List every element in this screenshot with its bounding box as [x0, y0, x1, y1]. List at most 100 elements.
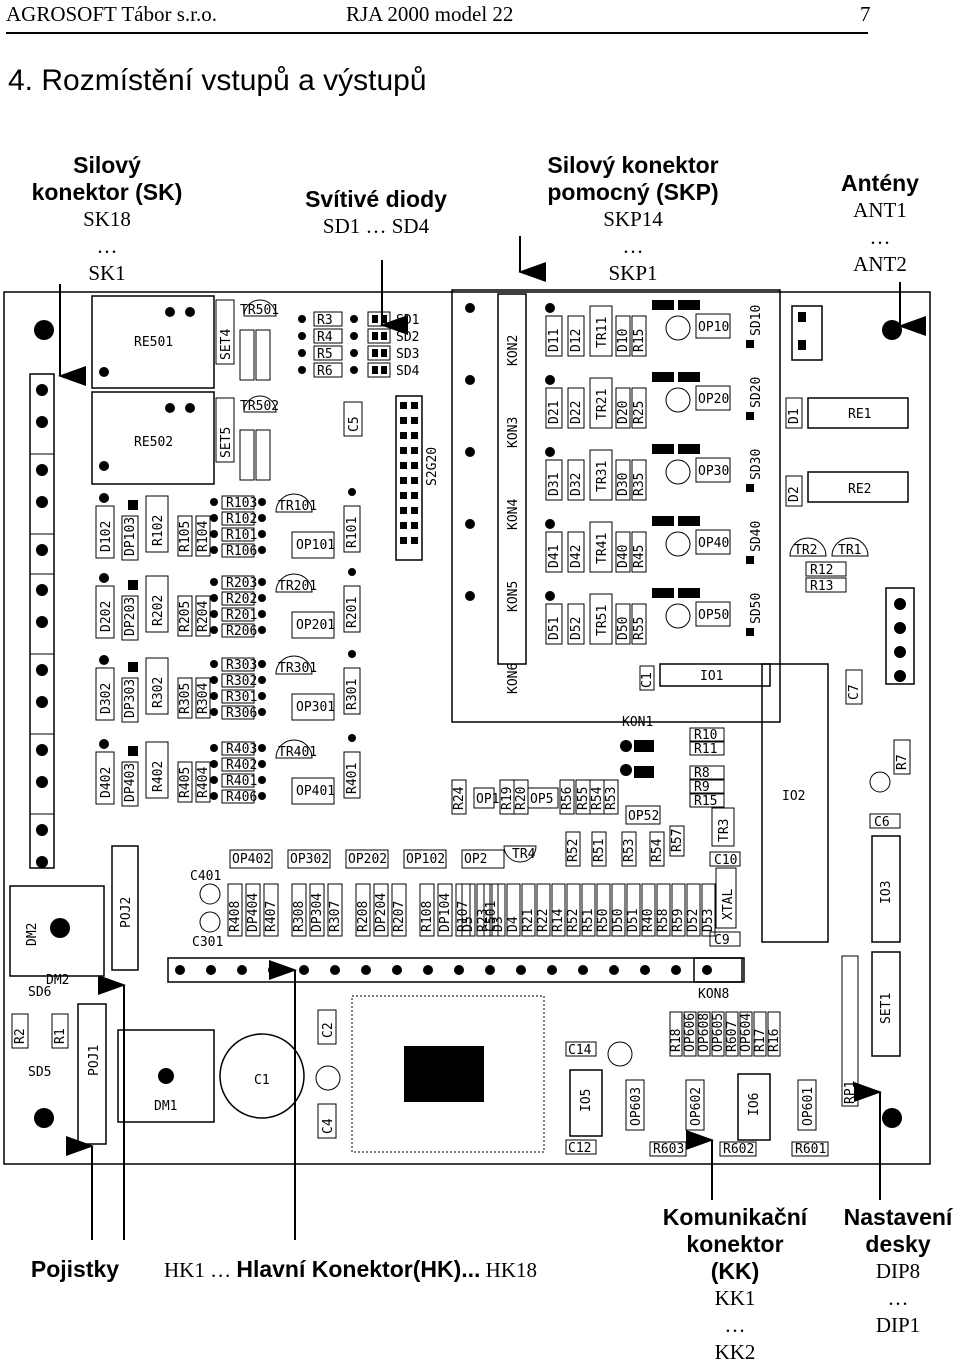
label-sd-led: SD3: [396, 347, 419, 362]
label-skp-tr: TR51: [595, 605, 610, 636]
label-d: D102: [99, 521, 114, 552]
label-io1: IO1: [700, 669, 723, 684]
label-sd5: SD5: [28, 1065, 51, 1080]
label-poj1: POJ1: [87, 1045, 102, 1076]
label-rowr2: R54: [650, 838, 665, 862]
label-rcol: R101: [345, 517, 360, 548]
label-dm2b: DM2: [46, 973, 69, 988]
label-c9: C9: [714, 933, 730, 948]
label-skp-d2: D22: [569, 401, 584, 424]
label-rowr: R24: [452, 786, 467, 810]
label-botgrp: R208: [356, 901, 371, 932]
label-r1: R1: [53, 1028, 68, 1044]
label-grp-r: R202: [226, 592, 257, 607]
label-re2: RE2: [848, 482, 871, 497]
label-botgrp2: D53: [701, 909, 716, 932]
label-r5x: R405: [178, 767, 193, 798]
label-c301: C301: [192, 935, 223, 950]
label-rrow: R602: [723, 1142, 754, 1157]
label-r4x: R204: [196, 601, 211, 632]
label-skp-d3: D40: [616, 545, 631, 568]
label-rowop: OP202: [348, 852, 387, 867]
label-mid-r: R9: [694, 780, 710, 795]
label-botgrp2: R22: [536, 909, 551, 932]
pcb-board: [3, 291, 931, 1165]
sk-pins: [36, 384, 48, 868]
callout-poj: Pojistky: [30, 1256, 120, 1282]
label-skp-d3: D50: [616, 617, 631, 640]
label-skp-tr: TR21: [595, 389, 610, 420]
label-botgrp2: D5: [461, 916, 476, 932]
label-rowr: R56: [560, 787, 575, 810]
label-skp-sd: SD20: [749, 377, 764, 408]
label-skp-d1: D21: [547, 401, 562, 424]
sk-pin: [36, 416, 48, 428]
label-c12: C12: [568, 1141, 591, 1156]
label-rcol: R401: [345, 763, 360, 794]
label-grp-r: R103: [226, 496, 257, 511]
sk-pin: [36, 776, 48, 788]
label-r13: R13: [810, 579, 833, 594]
label-r5x: R205: [178, 601, 193, 632]
label-skp-d3: D30: [616, 473, 631, 496]
label-poj2: POJ2: [119, 897, 134, 928]
label-c5: C5: [347, 416, 362, 432]
label-botgrp: R307: [328, 901, 343, 932]
label-grp-r: R203: [226, 576, 257, 591]
label-skp-tr: TR11: [595, 317, 610, 348]
label-kon8: KON8: [698, 987, 729, 1002]
label-botgrp2: R21: [521, 909, 536, 932]
callout-kk: Komunikační konektor (KK) KK1 … KK2: [662, 1204, 808, 1364]
label-kon8res: OP605: [711, 1013, 726, 1052]
label-r-top: R4: [317, 330, 333, 345]
label-skp-op: OP50: [698, 608, 729, 623]
label-dm2: DM2: [25, 923, 40, 946]
label-c14: C14: [568, 1043, 592, 1058]
label-rowop: OP2: [464, 852, 487, 867]
label-skp-sd: SD10: [749, 305, 764, 336]
label-skp-r: R25: [632, 401, 647, 424]
label-re1: RE1: [848, 407, 871, 422]
label-r12: R12: [810, 563, 833, 578]
label-re501: RE501: [134, 335, 173, 350]
header-center: RJA 2000 model 22: [346, 2, 514, 26]
sk-pin: [36, 384, 48, 396]
label-oprow: OP602: [689, 1087, 704, 1126]
label-skp-op: OP20: [698, 392, 729, 407]
callout-sd: Svítivé diody SD1 … SD4: [305, 186, 447, 238]
label-d2: D2: [787, 486, 802, 502]
sk-pin: [36, 664, 48, 676]
label-rcol: R201: [345, 597, 360, 628]
label-botgrp2: R40: [641, 909, 656, 932]
label-oprow: OP603: [629, 1087, 644, 1126]
hk-pins: [175, 965, 712, 975]
label-skp-d3: D20: [616, 401, 631, 424]
arrows-top: [58, 236, 926, 386]
callout-ant: Antény ANT1 … ANT2: [841, 170, 919, 276]
label-botgrp2: R51: [581, 909, 596, 932]
label-s2g20: S2G20: [425, 447, 440, 486]
callout-hk: HK1 … Hlavní Konektor(HK)... HK18: [164, 1256, 538, 1282]
label-xtal: XTAL: [721, 889, 736, 920]
label-botgrp: R207: [392, 901, 407, 932]
label-rowr: R55: [576, 787, 591, 810]
label-r-top: R3: [317, 313, 333, 328]
label-grp-r: R403: [226, 742, 257, 757]
label-kon8res: OP606: [683, 1013, 698, 1052]
label-botgrp2: D51: [626, 909, 641, 932]
section-title: 4. Rozmístění vstupů a výstupů: [8, 64, 427, 97]
label-sd6: SD6: [28, 985, 51, 1000]
label-grp-r: R102: [226, 512, 257, 527]
label-sd-led: SD1: [396, 313, 419, 328]
label-tr: TR201: [278, 579, 317, 594]
label-set4: SET4: [219, 329, 234, 360]
label-io6: IO6: [747, 1093, 762, 1116]
header-rule: [6, 32, 868, 34]
label-skp-sd: SD30: [749, 449, 764, 480]
hk-connector: [167, 957, 743, 983]
label-r4x: R104: [196, 521, 211, 552]
